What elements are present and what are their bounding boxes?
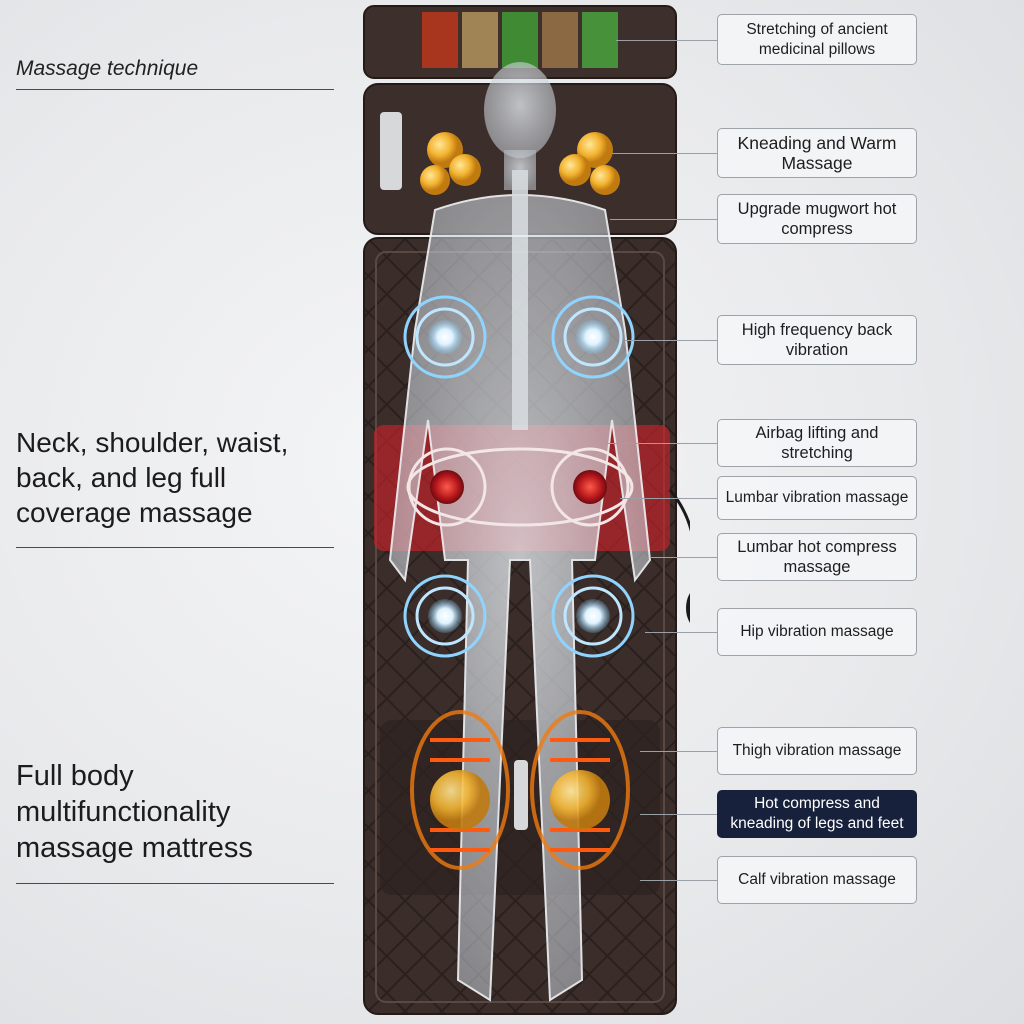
callout-kneading-warm: Kneading and Warm Massage [717,128,917,178]
divider-2 [16,547,334,548]
callout-lumbar-vibration: Lumbar vibration massage [717,476,917,520]
remote [686,593,690,623]
leg-kneading-balls [430,770,610,830]
product-title: Full body multifunctionality massage mat… [16,760,253,864]
human-body [388,62,652,1002]
divider-3 [16,883,334,884]
herb-compartments [422,12,618,68]
callout-calf-vibration: Calf vibration massage [717,856,917,904]
leader-legs-feet [640,814,717,815]
callout-back-vibration: High frequency back vibration [717,315,917,365]
mattress-svg [363,5,690,1015]
coverage-heading: Neck, shoulder, waist, back, and leg ful… [16,427,289,528]
massage-technique-label: Massage technique [16,57,199,80]
hip-vibration-left [403,574,487,658]
lumbar-vibration [406,447,634,527]
divider-1 [16,89,334,90]
shoulder-kneading-balls [420,132,620,195]
leader-hip-vibration [645,632,717,633]
callout-lumbar-hot: Lumbar hot compress massage [717,533,917,581]
callout-herbal-pillow: Stretching of ancient medicinal pillows [717,14,917,65]
leader-lumbar-hot [650,557,717,558]
massage-mattress-illustration [350,0,690,1024]
callout-airbag: Airbag lifting and stretching [717,419,917,467]
hip-vibration-right [551,574,635,658]
leader-airbag [608,443,717,444]
leader-kneading-warm [612,153,717,154]
leader-thigh-vibration [640,751,717,752]
leader-mugwort [610,219,717,220]
leg-heat-coils [410,710,630,870]
back-vibration-right [551,295,635,379]
leader-herbal-pillow [616,40,717,41]
callout-hip-vibration: Hip vibration massage [717,608,917,656]
controller-legs [514,760,528,830]
leader-back-vibration [625,340,717,341]
controller-top [380,112,402,190]
leader-lumbar-vibration [620,498,717,499]
callout-thigh-vibration: Thigh vibration massage [717,727,917,775]
leader-calf-vibration [640,880,717,881]
cable [668,489,690,532]
back-vibration-left [403,295,487,379]
callout-legs-feet: Hot compress and kneading of legs and fe… [717,790,917,838]
callout-mugwort: Upgrade mugwort hot compress [717,194,917,244]
